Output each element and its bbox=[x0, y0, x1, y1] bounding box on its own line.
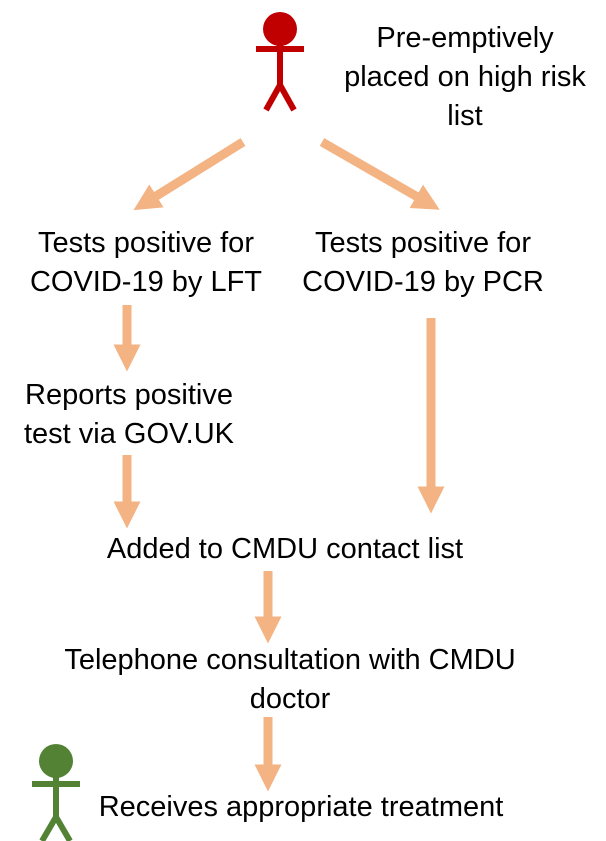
arrow-highrisk-to-pcr bbox=[319, 138, 440, 210]
node-line: Tests positive for bbox=[315, 227, 531, 259]
node-positive-lft: Tests positive for COVID-19 by LFT bbox=[8, 224, 284, 302]
node-line: Pre-emptively bbox=[376, 22, 554, 54]
node-line: COVID-19 by LFT bbox=[29, 266, 263, 298]
node-line: test via GOV.UK bbox=[23, 418, 235, 450]
node-reports-gov-uk: Reports positive test via GOV.UK bbox=[0, 376, 258, 454]
node-receives-treatment: Receives appropriate treatment bbox=[72, 788, 530, 827]
person-icon bbox=[32, 744, 80, 841]
node-telephone-consultation: Telephone consultation with CMDU doctor bbox=[10, 641, 570, 719]
node-line: COVID-19 by PCR bbox=[302, 266, 544, 298]
node-line: Reports positive bbox=[25, 379, 233, 411]
node-line: Telephone consultation with CMDU bbox=[64, 644, 516, 676]
node-line: Added to CMDU contact list bbox=[106, 533, 464, 565]
node-line: Receives appropriate treatment bbox=[98, 791, 504, 823]
person-icon bbox=[256, 12, 304, 112]
node-line: placed on high risk bbox=[344, 61, 586, 93]
node-line: Tests positive for bbox=[38, 227, 254, 259]
node-cmdu-contact-list: Added to CMDU contact list bbox=[60, 530, 510, 569]
node-positive-pcr: Tests positive for COVID-19 by PCR bbox=[282, 224, 564, 302]
arrow-highrisk-to-lft bbox=[133, 138, 246, 211]
node-line: doctor bbox=[249, 683, 331, 715]
node-line: list bbox=[447, 100, 483, 132]
node-high-risk-list: Pre-emptively placed on high risk list bbox=[330, 19, 600, 136]
